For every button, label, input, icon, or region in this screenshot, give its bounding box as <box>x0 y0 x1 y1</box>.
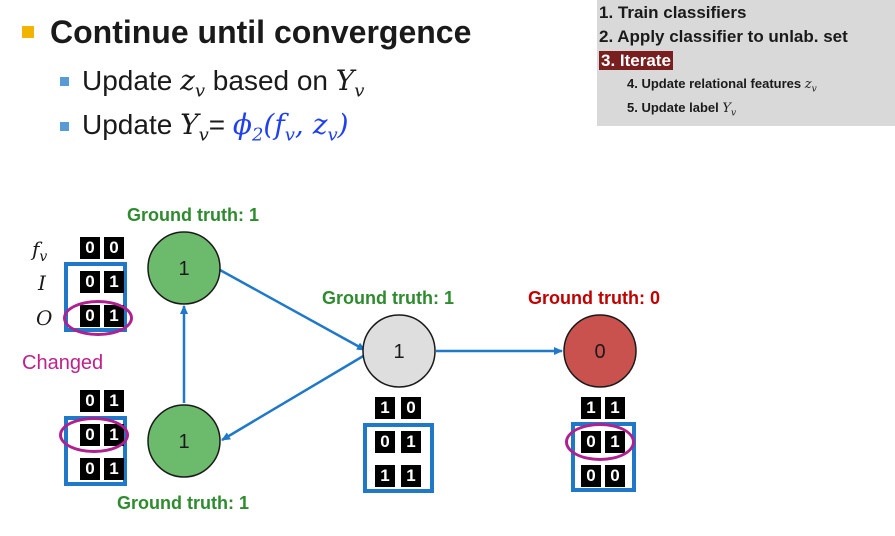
node-middle <box>362 314 436 388</box>
ground-truth-middle: Ground truth: 1 <box>322 288 454 308</box>
title-bullet <box>22 26 34 38</box>
changed-label: Changed <box>22 352 104 374</box>
ground-truth-top-left: Ground truth: 1 <box>127 205 259 225</box>
feature-cell: 1 <box>605 397 625 419</box>
sub-bullet-2 <box>60 122 69 131</box>
feature-cell: 0 <box>104 237 124 259</box>
edge-middle-to-bottomleft <box>221 353 366 442</box>
step-1: 1. Train classifiers <box>599 3 747 22</box>
row-label-i: I <box>38 271 46 295</box>
node-right <box>563 314 637 388</box>
feature-cell: 0 <box>80 458 100 480</box>
node-bottom-left <box>147 404 221 478</box>
feature-cell: 0 <box>80 237 100 259</box>
feature-cell: 0 <box>581 465 601 487</box>
feature-cell: 1 <box>375 465 395 487</box>
edge-topleft-to-middle <box>219 268 366 352</box>
changed-ring-right <box>565 423 635 461</box>
feature-cell: 1 <box>401 465 421 487</box>
feature-cell: 0 <box>375 431 395 453</box>
relational-box-middle <box>363 423 434 493</box>
ground-truth-bottom-left: Ground truth: 1 <box>117 493 249 513</box>
bullet-update-y: Update Yv= ϕ2(fv, zv) <box>82 108 349 146</box>
node-right-label: 0 <box>594 341 605 363</box>
node-bottom-left-label: 1 <box>178 431 189 453</box>
bullet-update-z: Update zv based on Yv <box>82 64 365 102</box>
feature-cell: 1 <box>581 397 601 419</box>
sub-bullet-1 <box>60 77 69 86</box>
feature-cell: 0 <box>401 397 421 419</box>
node-middle-label: 1 <box>393 341 404 363</box>
feature-cell: 0 <box>605 465 625 487</box>
changed-ring-top-left <box>63 300 133 336</box>
steps-panel: 1. Train classifiers 2. Apply classifier… <box>597 0 895 126</box>
feature-cell: 1 <box>401 431 421 453</box>
feature-cell: 1 <box>104 390 124 412</box>
step-2: 2. Apply classifier to unlab. set <box>599 27 848 46</box>
slide-title: Continue until convergence <box>50 14 472 50</box>
feature-cell: 0 <box>80 390 100 412</box>
node-top-left <box>147 231 221 305</box>
step-3: 3. Iterate <box>599 51 673 70</box>
feature-cell: 1 <box>375 397 395 419</box>
feature-cell: 1 <box>104 458 124 480</box>
step-5: 5. Update label Yv <box>627 100 737 119</box>
step-4: 4. Update relational features zv <box>627 76 817 95</box>
node-top-left-label: 1 <box>178 258 189 280</box>
row-label-f: fv <box>32 237 48 265</box>
row-label-o: O <box>36 306 53 330</box>
feature-cell: 1 <box>104 271 124 293</box>
ground-truth-right: Ground truth: 0 <box>528 288 660 308</box>
feature-cell: 0 <box>80 271 100 293</box>
changed-ring-bottom-left <box>59 417 129 453</box>
